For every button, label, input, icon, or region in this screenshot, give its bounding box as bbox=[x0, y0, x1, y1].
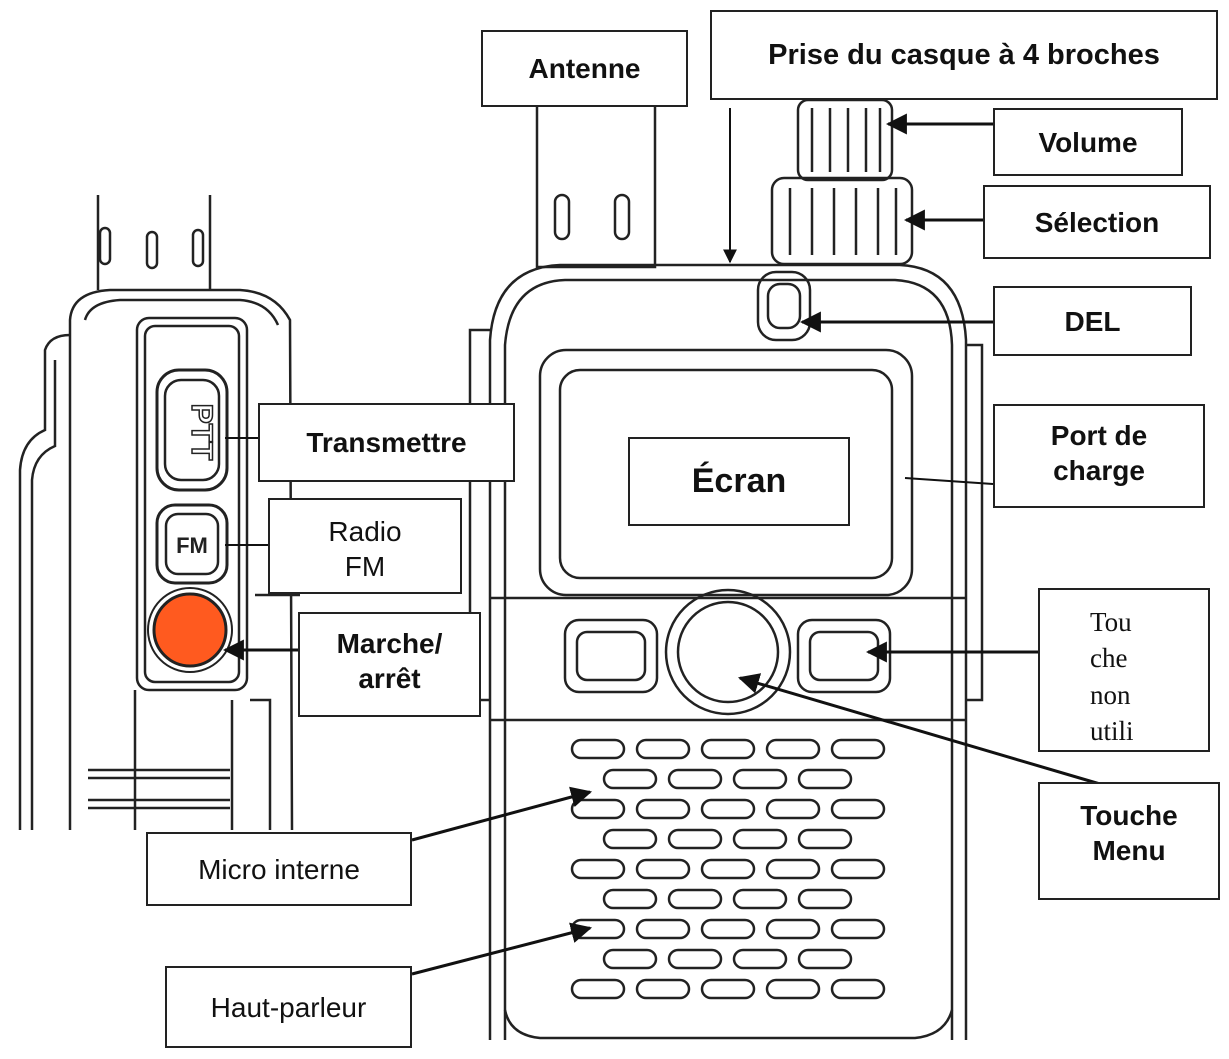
label-headset-jack: Prise du casque à 4 broches bbox=[710, 10, 1218, 100]
label-charge-port: Port de charge bbox=[993, 404, 1205, 508]
label-led: DEL bbox=[993, 286, 1192, 356]
radio-side-view bbox=[18, 195, 300, 831]
label-power: Marche/ arrêt bbox=[298, 612, 481, 717]
label-transmit: Transmettre bbox=[258, 403, 515, 482]
label-internal-mic: Micro interne bbox=[146, 832, 412, 906]
power-button bbox=[152, 592, 228, 668]
label-selection: Sélection bbox=[983, 185, 1211, 259]
label-speaker: Haut-parleur bbox=[165, 966, 412, 1048]
callout-lines bbox=[222, 108, 1101, 976]
ptt-button: PTT bbox=[185, 404, 218, 461]
label-menu-key: Touche Menu bbox=[1038, 782, 1220, 900]
label-screen: Écran bbox=[628, 437, 850, 526]
label-fm-radio: Radio FM bbox=[268, 498, 462, 594]
label-volume: Volume bbox=[993, 108, 1183, 176]
fm-button: FM bbox=[176, 533, 208, 558]
radio-front-view bbox=[468, 98, 984, 1040]
label-antenna: Antenne bbox=[481, 30, 688, 107]
label-unused-key: Tou che non utili bbox=[1038, 588, 1210, 752]
